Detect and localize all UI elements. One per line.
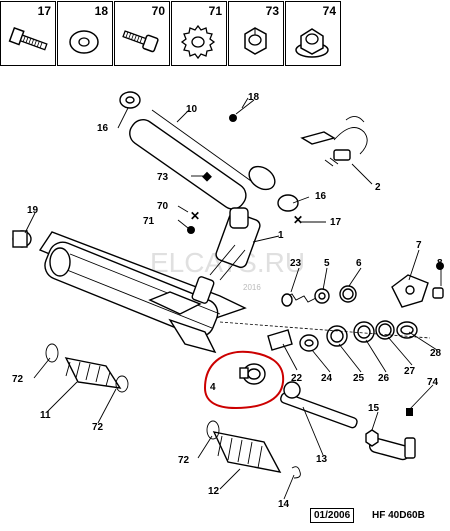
bolt-icon — [8, 26, 48, 51]
washer-icon — [69, 30, 99, 54]
legend-cell-74[interactable]: 74 — [285, 1, 341, 66]
seal-kit-highlight — [203, 350, 285, 410]
callout-16-lower: 16 — [315, 191, 327, 202]
seal-25[interactable] — [326, 325, 348, 347]
callout-2: 2 — [375, 182, 381, 193]
callout-23: 23 — [290, 258, 302, 269]
legend-number: 18 — [94, 4, 108, 18]
callout-25: 25 — [353, 373, 365, 384]
callout-72-c: 72 — [178, 455, 190, 466]
bolt-18-marker[interactable] — [229, 114, 237, 122]
valve-pipes[interactable] — [300, 116, 368, 167]
bellows-boot-11[interactable] — [64, 357, 122, 389]
power-cylinder[interactable] — [125, 109, 279, 214]
ring-27[interactable] — [375, 320, 395, 340]
callout-5: 5 — [324, 258, 330, 269]
bushing-16-lower[interactable] — [277, 194, 299, 212]
callout-72-a: 72 — [12, 374, 24, 385]
callout-28: 28 — [430, 348, 442, 359]
legend-cell-70[interactable]: 70 — [114, 1, 170, 66]
washer-26[interactable] — [353, 321, 375, 343]
callout-4: 4 — [210, 382, 216, 393]
callout-18: 18 — [248, 92, 260, 103]
fastener-70-marker[interactable]: ✕ — [190, 209, 200, 223]
fastener-17-marker[interactable]: ✕ — [293, 213, 303, 227]
callout-8: 8 — [437, 258, 443, 269]
callout-14: 14 — [278, 499, 290, 510]
callout-71: 71 — [143, 216, 155, 227]
footer-date: 01/2006 — [310, 508, 355, 523]
callout-labels: 10 18 16 2 73 16 19 70 71 17 1 23 5 6 7 … — [12, 92, 443, 510]
flange-nut-icon — [295, 28, 329, 58]
callout-70: 70 — [157, 201, 169, 212]
callout-24: 24 — [321, 373, 333, 384]
bushing-16-upper[interactable] — [119, 91, 141, 109]
leader-lines — [24, 97, 442, 500]
serrated-washer-icon — [180, 24, 216, 60]
clip-72-a[interactable] — [45, 343, 59, 363]
callout-15: 15 — [368, 403, 380, 414]
bushing-24[interactable] — [299, 334, 319, 352]
legend-number: 70 — [151, 4, 165, 18]
bellows-boot-12[interactable] — [212, 431, 282, 473]
watermark-year: 2016 — [243, 283, 261, 292]
washer-71-marker[interactable] — [187, 226, 195, 234]
clip-14[interactable] — [291, 466, 301, 479]
pinion-valve-1[interactable] — [191, 207, 261, 304]
callout-12: 12 — [208, 486, 220, 497]
clip-72-c[interactable] — [206, 420, 220, 440]
callout-13: 13 — [316, 454, 328, 465]
legend-number: 17 — [37, 4, 51, 18]
callout-10: 10 — [186, 104, 198, 115]
callout-22: 22 — [291, 373, 303, 384]
steering-rack-diagram: .part { fill:#ffffff; stroke:#000; strok… — [12, 91, 444, 510]
callout-19: 19 — [27, 205, 39, 216]
legend-number: 73 — [265, 4, 279, 18]
seal-kit-4[interactable] — [239, 363, 266, 385]
diagram-footer: 01/2006 HF 40D60B — [310, 508, 448, 524]
cap-screw-icon — [122, 30, 159, 53]
callout-1: 1 — [278, 230, 284, 241]
callout-7: 7 — [416, 240, 422, 251]
callout-27: 27 — [404, 366, 416, 377]
seal-22[interactable] — [267, 329, 293, 351]
clip-72-b[interactable] — [115, 375, 129, 393]
callout-17: 17 — [330, 217, 342, 228]
spring-23[interactable] — [281, 293, 317, 307]
nut-74-marker[interactable] — [406, 408, 413, 416]
tie-rod-13[interactable] — [280, 381, 359, 429]
footer-code: HF 40D60B — [372, 510, 425, 521]
legend-cell-71[interactable]: 71 — [171, 1, 227, 66]
callout-26: 26 — [378, 373, 390, 384]
callout-6: 6 — [356, 258, 362, 269]
callout-11: 11 — [40, 410, 51, 421]
bolt-8[interactable] — [432, 262, 444, 299]
fastener-legend: 17 18 70 71 — [0, 0, 450, 70]
tie-rod-end-15[interactable] — [365, 429, 416, 461]
callout-73: 73 — [157, 172, 169, 183]
cover-plate-7[interactable] — [391, 274, 429, 308]
legend-cell-73[interactable]: 73 — [228, 1, 284, 66]
callout-72-b: 72 — [92, 422, 104, 433]
callout-74: 74 — [427, 377, 439, 388]
legend-number: 74 — [322, 4, 336, 18]
o-ring-6[interactable] — [339, 285, 357, 303]
legend-number: 71 — [208, 4, 222, 18]
bolt-73-marker[interactable] — [202, 171, 212, 182]
nut-icon — [244, 27, 267, 55]
legend-cell-18[interactable]: 18 — [57, 1, 113, 66]
mount-bushing-19[interactable] — [12, 230, 32, 248]
legend-cell-17[interactable]: 17 — [0, 1, 56, 66]
yoke-5[interactable] — [314, 288, 330, 304]
callout-16-upper: 16 — [97, 123, 109, 134]
